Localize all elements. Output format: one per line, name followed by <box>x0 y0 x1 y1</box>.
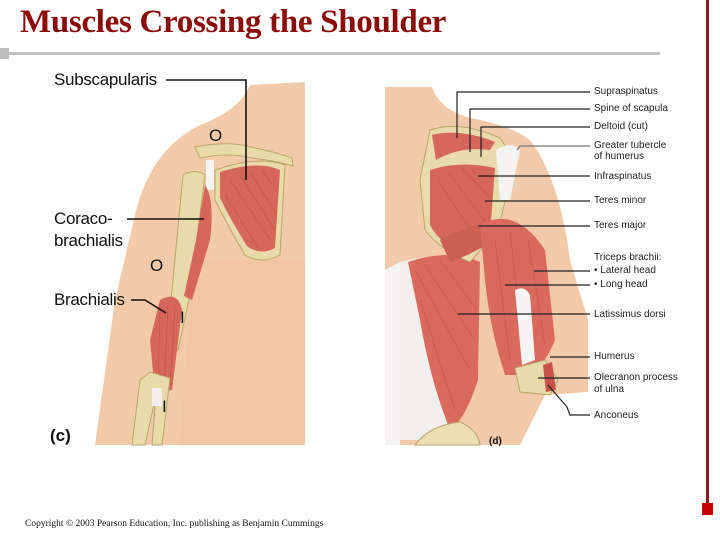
label-greater-tubercle-line1: Greater tubercle <box>594 140 667 151</box>
label-coracobrachialis-line1: Coraco- <box>54 209 113 228</box>
copyright-notice: Copyright © 2003 Pearson Education, Inc.… <box>25 519 324 529</box>
label-spine-of-scapula: Spine of scapula <box>594 103 668 114</box>
label-subscapularis: Subscapularis <box>54 70 157 89</box>
label-greater-tubercle-line2: of humerus <box>594 151 645 162</box>
origin-marker: O <box>150 256 164 275</box>
figure-c-illustration <box>95 79 305 446</box>
figure-c-anterior-arm: Subscapularis Coraco- brachialis Brachia… <box>0 0 380 460</box>
label-coracobrachialis-line2: brachialis <box>54 231 123 250</box>
label-infraspinatus: Infraspinatus <box>594 171 652 182</box>
right-vertical-rule <box>706 0 709 505</box>
slide-title: Muscles Crossing the Shoulder <box>20 4 447 40</box>
label-anconeus: Anconeus <box>594 410 639 421</box>
label-teres-major: Teres major <box>594 220 647 231</box>
panel-label-d: (d) <box>489 436 502 447</box>
label-teres-minor: Teres minor <box>594 195 647 206</box>
label-humerus: Humerus <box>594 351 635 362</box>
panel-label-c: (c) <box>50 426 71 445</box>
figure-d-posterior-arm: Supraspinatus Spine of scapula Deltoid (… <box>385 86 678 447</box>
origin-marker: O <box>209 126 223 145</box>
right-rule-knob <box>702 503 713 515</box>
title-divider <box>8 52 660 55</box>
label-triceps-lateral-head: • Lateral head <box>594 265 656 276</box>
insertion-marker: I <box>162 397 167 416</box>
label-latissimus-dorsi: Latissimus dorsi <box>594 309 666 320</box>
label-triceps-brachii: Triceps brachii: <box>594 252 662 263</box>
label-supraspinatus: Supraspinatus <box>594 86 658 97</box>
label-deltoid-cut: Deltoid (cut) <box>594 121 648 132</box>
label-olecranon-line2: of ulna <box>594 384 625 395</box>
figure-d-illustration <box>385 87 590 446</box>
label-triceps-long-head: • Long head <box>594 279 648 290</box>
title-rule-knob <box>0 48 9 59</box>
insertion-marker: I <box>180 308 185 327</box>
label-brachialis: Brachialis <box>54 290 125 309</box>
label-olecranon-line1: Olecranon process <box>594 372 678 383</box>
